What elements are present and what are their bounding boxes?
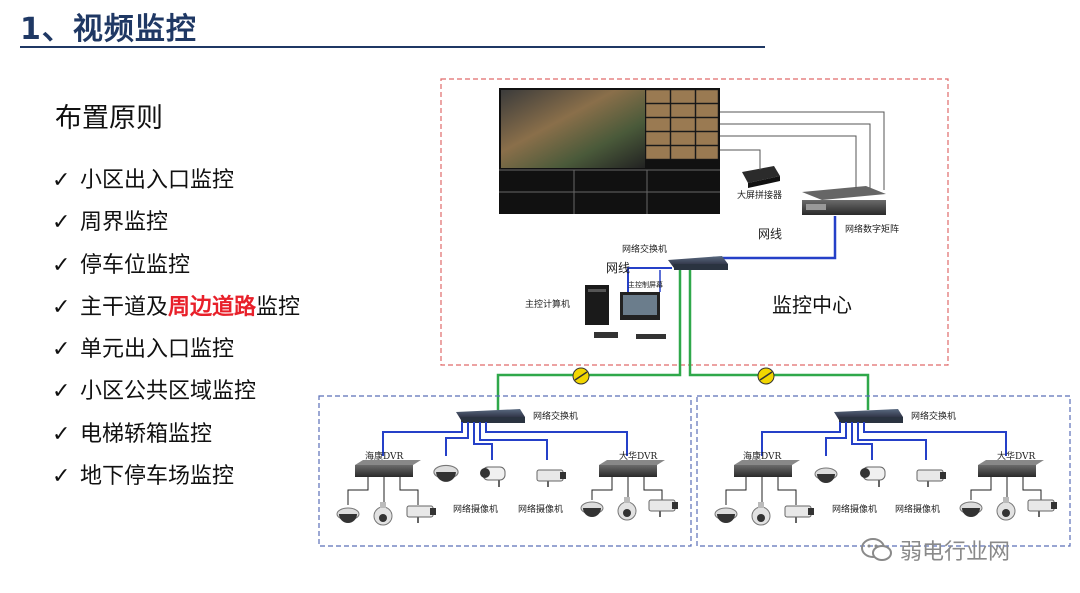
right-site-box [696, 395, 1071, 547]
camera-label: 网络摄像机 [453, 503, 498, 515]
cable-label-top: 网线 [758, 227, 782, 241]
host-label: 主控计算机 [525, 298, 570, 310]
camera-label: 网络摄像机 [518, 503, 563, 515]
right-dvr-dahua [978, 460, 1044, 477]
monitoring-center-box [440, 78, 949, 366]
left-dvr-label: 海康DVR [743, 450, 782, 462]
list-item: ✓停车位监控 [52, 252, 191, 278]
dahua-dvr-label: 大华DVR [997, 450, 1036, 462]
check-icon: ✓ [52, 379, 71, 405]
dahua-dvr-label: 大华DVR [619, 450, 658, 462]
host-computer [585, 285, 666, 339]
fiber-links [496, 270, 870, 410]
highlight-text: 周边道路 [168, 293, 257, 320]
watermark: 弱电行业网 [860, 534, 1010, 566]
check-icon: ✓ [52, 294, 71, 320]
check-icon: ✓ [52, 337, 71, 363]
right-dvr-hikvision [734, 460, 800, 477]
principles-list: ✓小区出入口监控 ✓周界监控 ✓停车位监控 ✓主干道及周边道路监控 ✓单元出入口… [52, 162, 300, 500]
check-icon: ✓ [52, 168, 71, 193]
list-item: ✓电梯轿箱监控 [52, 421, 213, 447]
right-switch-label: 网络交换机 [911, 410, 956, 422]
list-item: ✓小区出入口监控 [52, 168, 235, 193]
section-subtitle: 布置原则 [55, 103, 163, 134]
list-item: ✓小区公共区域监控 [52, 379, 257, 405]
check-icon: ✓ [52, 464, 71, 490]
center-network-switch [668, 256, 728, 270]
page-title: 1、视频监控 [20, 12, 197, 47]
camera-label: 网络摄像机 [832, 503, 877, 515]
monitor-label: 主控制屏幕 [628, 280, 663, 289]
video-wall [499, 88, 720, 214]
fiber-connector-icon [572, 367, 590, 385]
monitoring-center-label: 监控中心 [772, 293, 852, 317]
check-icon: ✓ [52, 210, 71, 236]
left-dvr-dahua [599, 460, 665, 477]
check-icon: ✓ [52, 252, 71, 278]
list-item: ✓主干道及周边道路监控 [52, 293, 301, 320]
cable-label-host: 网线 [606, 261, 630, 275]
left-dvr-hikvision [355, 460, 421, 477]
left-switch-label: 网络交换机 [533, 410, 578, 422]
list-item: ✓单元出入口监控 [52, 337, 235, 363]
watermark-text: 弱电行业网 [900, 540, 1011, 565]
title-underline [20, 46, 765, 48]
fiber-connector-icon [757, 367, 775, 385]
list-item: ✓周界监控 [52, 210, 169, 236]
wechat-icon [861, 538, 892, 561]
center-switch-label: 网络交换机 [622, 243, 667, 255]
matrix-label: 网络数字矩阵 [845, 223, 899, 235]
check-icon: ✓ [52, 421, 71, 447]
left-network-switch [456, 409, 525, 423]
list-item: ✓地下停车场监控 [52, 464, 235, 490]
right-network-switch [834, 409, 903, 423]
digital-matrix-device [802, 186, 886, 215]
camera-label: 网络摄像机 [895, 503, 940, 515]
left-site-box [318, 395, 692, 547]
left-dvr-label: 海康DVR [365, 450, 404, 462]
splicer-label: 大屏拼接器 [737, 189, 782, 201]
screen-splicer-device [742, 166, 780, 188]
